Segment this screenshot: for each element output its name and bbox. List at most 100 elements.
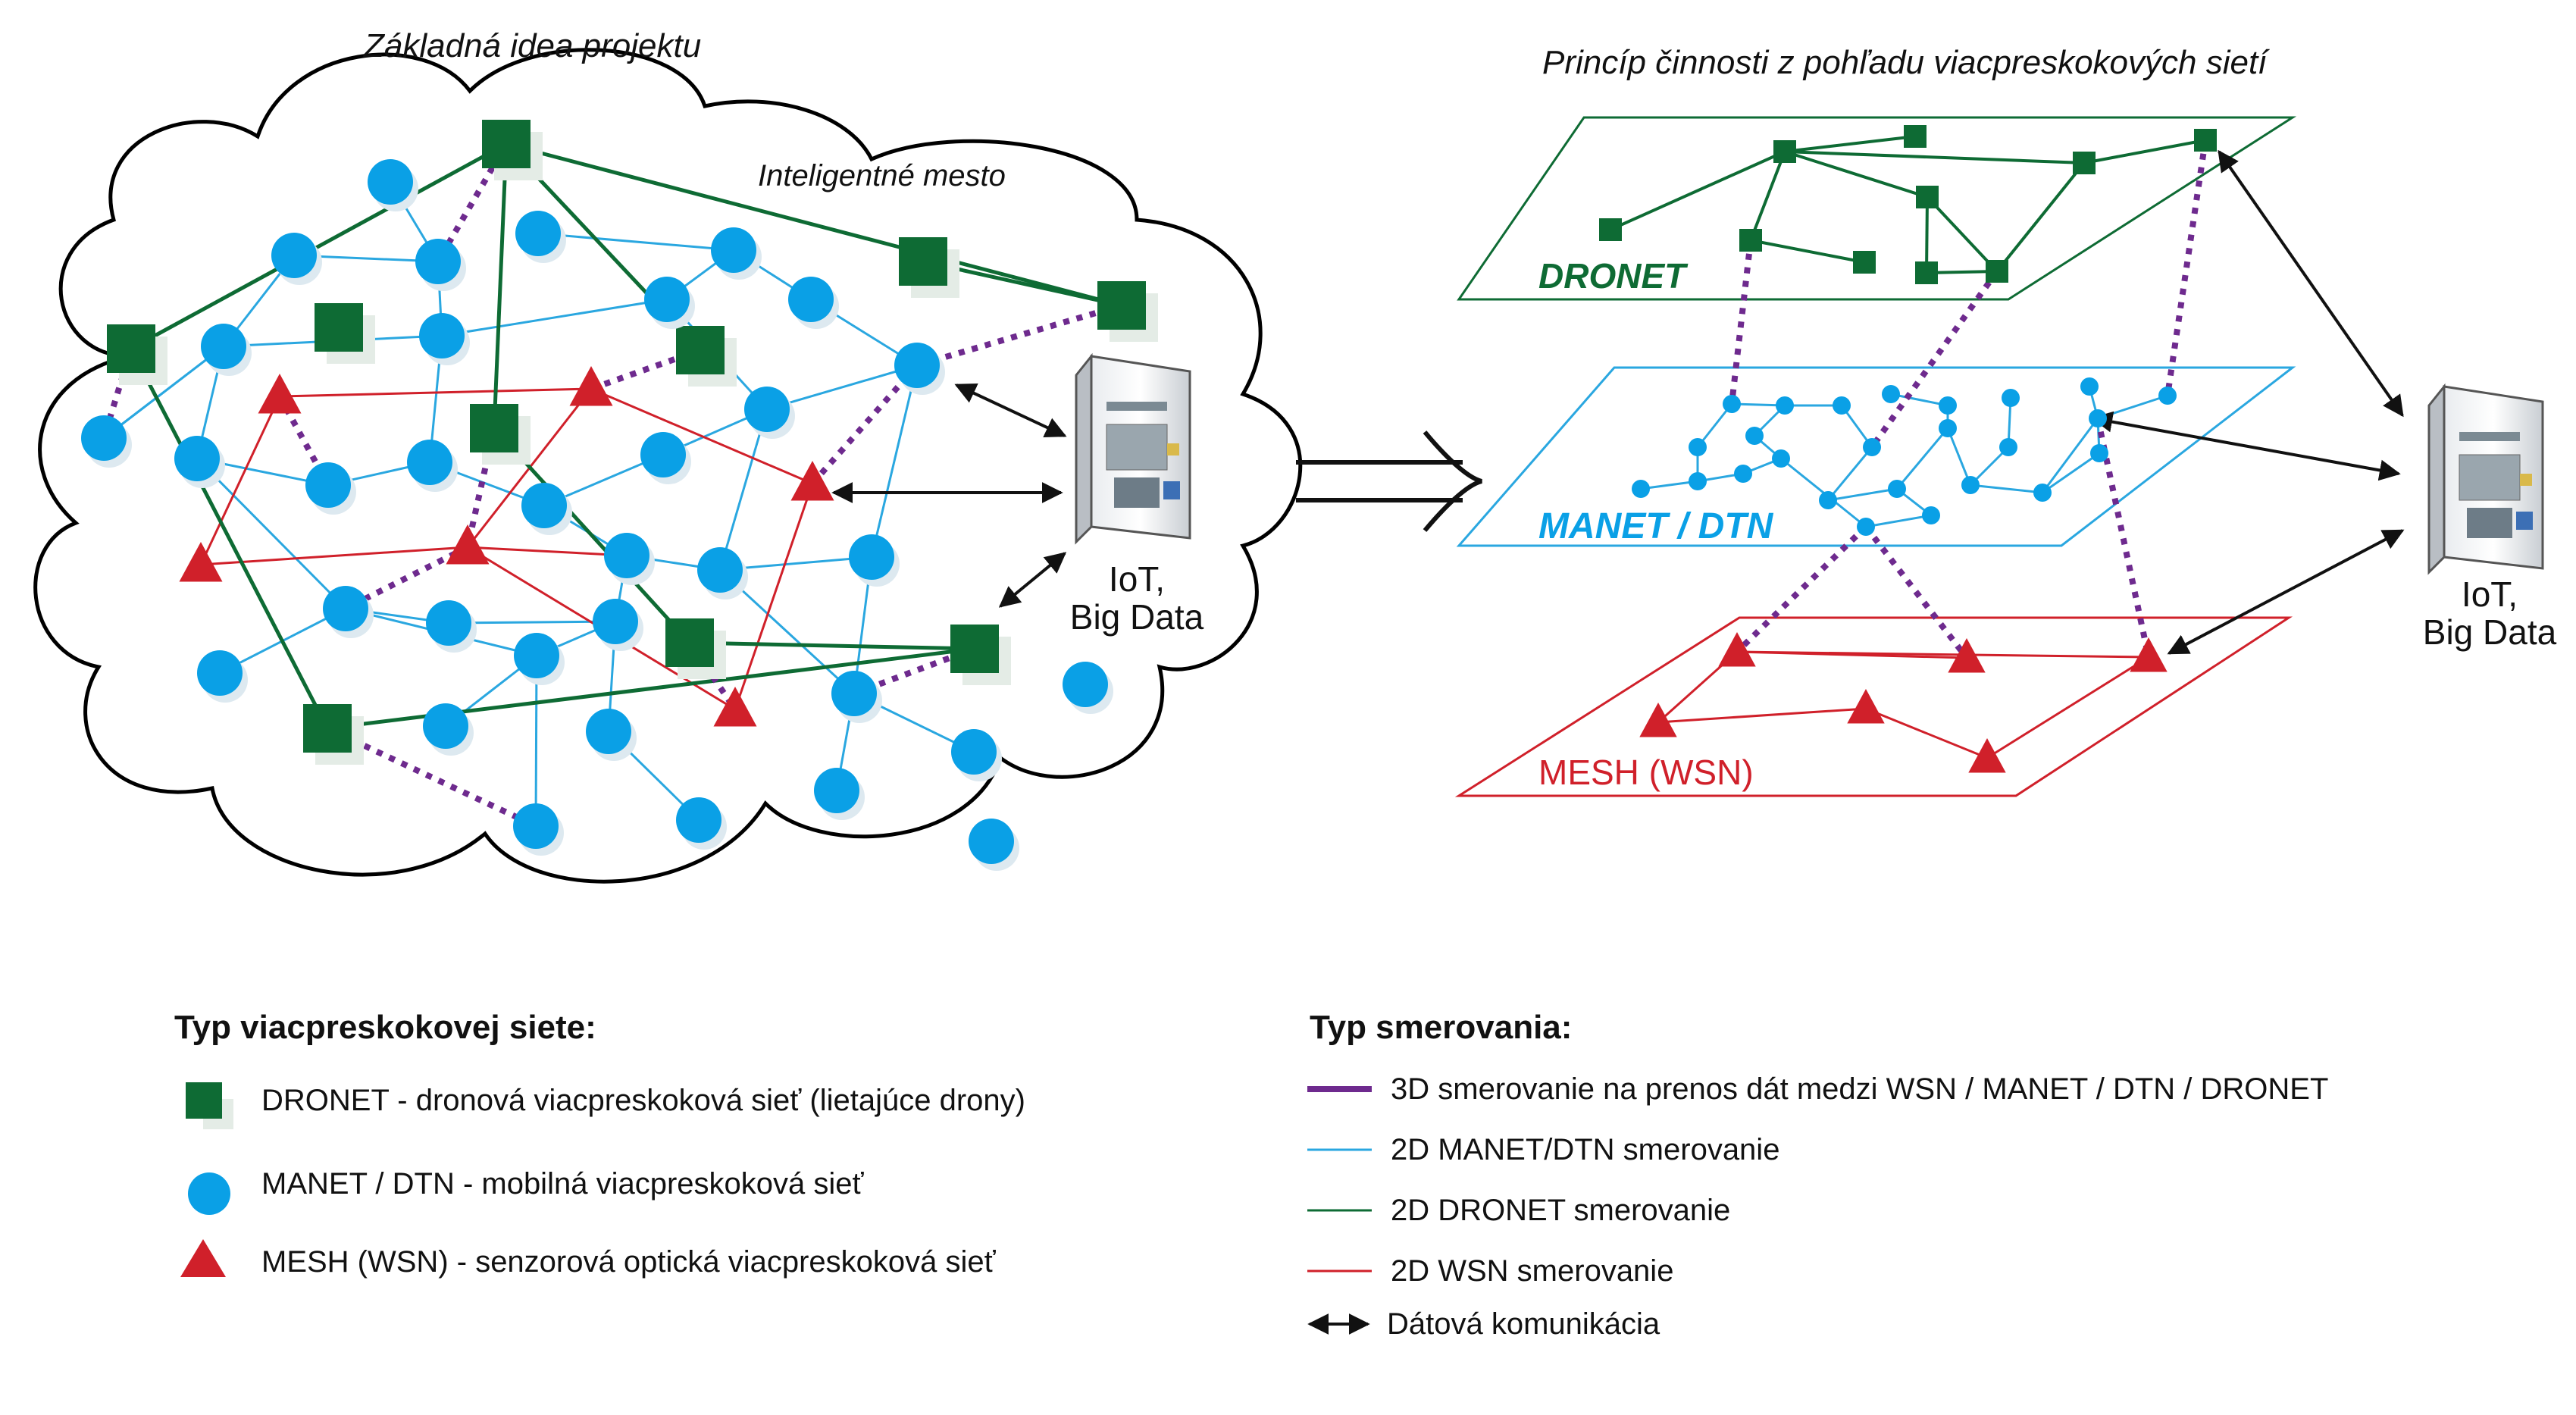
legend-routing-wsn: 2D WSN smerovanie [1391,1254,1673,1288]
link-line [1749,151,1786,241]
link-line [1750,239,1865,264]
dronet-node [665,618,714,667]
mesh-node [790,461,834,501]
data-communication-arrow [2167,529,2405,655]
link-line [1826,446,1873,501]
link-line [2097,394,2168,420]
manet-node [1939,396,1957,415]
manet-node [831,671,877,716]
link-line [1926,270,1998,274]
manet-node [1772,449,1790,468]
manet-node [1819,491,1837,509]
mesh-node [569,366,613,406]
manet-node [407,440,452,485]
manet-node [271,233,317,278]
link-line [441,298,668,337]
manet-node [969,819,1014,864]
link-line [1736,650,1967,659]
city-label: Inteligentné mesto [758,159,1006,193]
manet-node [415,239,461,284]
legend-network-mesh: MESH (WSN) - senzorová optická viacpresk… [261,1245,997,1279]
manet-node [201,324,246,369]
link-line [870,365,919,558]
server-label-left-line2: Big Data [1070,597,1204,637]
manet-node [174,436,220,481]
server-icon-right [2427,383,2544,575]
right-network [1599,125,2405,773]
dronet-node [1853,251,1876,274]
manet-node [711,227,756,273]
3d-routing-link [916,302,1123,368]
link-line [1784,150,1928,199]
link-line [279,387,592,398]
left-network [81,120,1158,871]
server-icon-left [1075,352,1191,545]
link-line [1696,403,1733,448]
dronet-node [1599,218,1622,241]
manet-node [2089,409,2107,427]
legend-network-manet: MANET / DTN - mobilná viacpreskoková sie… [261,1167,864,1201]
legend-routing-manet: 2D MANET/DTN smerovanie [1391,1133,1779,1166]
server-label-left-line1: IoT, [1109,559,1165,599]
manet-node [697,547,743,593]
manet-node [1632,480,1650,498]
manet-node [521,483,567,528]
manet-node [1776,396,1794,415]
mesh-node [2130,637,2168,672]
legend-routing-dronet: 2D DRONET smerovanie [1391,1194,1730,1227]
manet-node [1063,662,1108,707]
legend-routing-3d: 3D smerovanie na prenos dát medzi WSN / … [1391,1072,2328,1106]
link-line [1865,707,1988,759]
manet-node [1882,385,1900,403]
link-line [2042,452,2100,494]
3d-routing-link [1869,269,2000,449]
manet-node [1922,506,1940,524]
manet-node [419,313,465,358]
manet-node [1857,518,1875,536]
dronet-node [1915,261,1938,284]
link-line [1610,150,1786,231]
mesh-node [1718,632,1756,667]
manet-node [1745,427,1764,445]
dronet-node [1904,125,1927,148]
link-line [1827,487,1898,502]
manet-node [81,415,127,461]
link-line [467,546,628,557]
link-line [448,620,616,625]
link-line [129,347,330,730]
manet-node [513,803,559,849]
dronet-node [470,404,518,452]
link-line [537,232,734,252]
dronet-node [2194,129,2217,152]
manet-node [2158,387,2177,405]
mesh-plane [1454,616,2293,797]
manet-node [1833,396,1851,415]
link-line [2083,139,2206,164]
manet-node [849,534,894,580]
manet-node [1689,438,1707,456]
implication-arrow [1296,430,1482,532]
manet-node [305,462,351,508]
dronet-node [1986,260,2008,283]
manet-node [426,600,471,646]
dronet-layer-label: DRONET [1538,256,1689,296]
mesh-node [1847,689,1885,724]
dronet-node [1097,281,1146,330]
mesh-node [1639,703,1677,737]
manet-node [1939,419,1957,437]
mesh-node [1948,638,1986,673]
manet-node [744,387,790,432]
link-line [1970,484,2043,494]
manet-node [197,650,243,696]
3d-routing-link [326,725,537,829]
3d-routing-link [1735,524,1868,654]
manet-node [2033,484,2052,502]
link-line [689,640,975,651]
manet-node [640,432,686,477]
link-line [103,345,224,440]
manet-node [814,768,859,813]
dronet-node [676,326,725,374]
data-communication-arrow [954,383,1067,437]
manet-node [423,703,468,749]
link-line [492,143,509,429]
